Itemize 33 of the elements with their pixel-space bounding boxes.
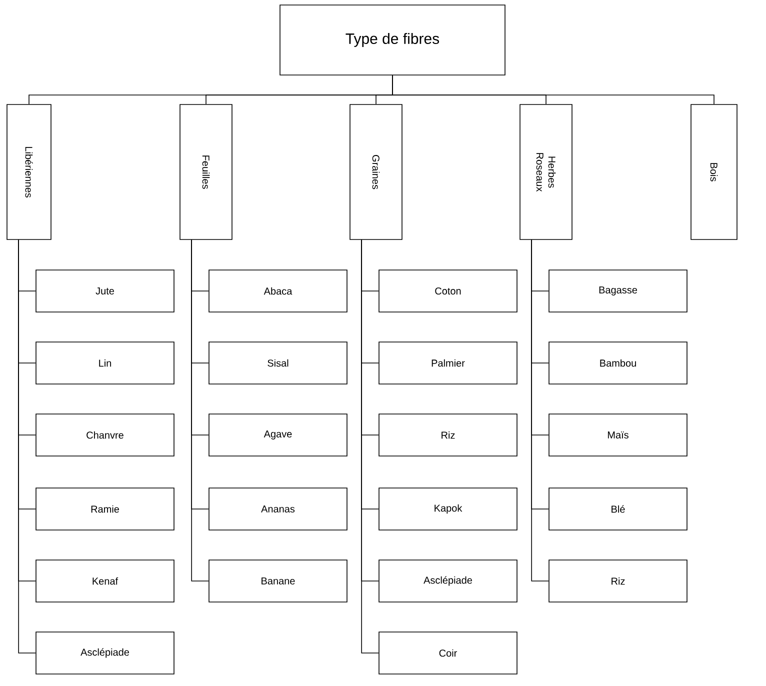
item-box: Maïs	[548, 414, 688, 456]
connector-line	[191, 240, 209, 582]
title-box: Type de fibres	[280, 4, 506, 76]
connector-line	[18, 240, 36, 654]
item-box: Agave	[208, 414, 348, 456]
item-box: Riz	[548, 560, 688, 602]
item-box: Ananas	[208, 488, 348, 530]
connector-line	[361, 240, 379, 654]
item-box: Coir	[378, 632, 518, 674]
category-box: Libériennes	[6, 104, 52, 240]
item-box: Banane	[208, 560, 348, 602]
item-box: Sisal	[208, 342, 348, 384]
category-box: Graines	[350, 104, 402, 240]
item-box: Blé	[548, 488, 688, 530]
item-box: Palmier	[378, 342, 518, 384]
category-box: Feuilles	[180, 104, 232, 240]
category-box: Bois	[690, 104, 738, 240]
category-box: Herbes Roseaux	[520, 104, 572, 240]
item-box: Kenaf	[36, 560, 174, 602]
item-box: Coton	[378, 270, 518, 312]
item-box: Lin	[36, 342, 174, 384]
connector-line	[392, 75, 714, 104]
item-box: Ramie	[36, 488, 174, 530]
item-box: Riz	[378, 414, 518, 456]
item-box: Abaca	[208, 270, 348, 312]
item-box: Bagasse	[548, 270, 688, 312]
item-box: Bambou	[548, 342, 688, 384]
item-box: Chanvre	[36, 414, 174, 456]
connector-line	[531, 240, 549, 582]
item-box: Asclépiade	[378, 560, 518, 602]
item-box: Asclépiade	[36, 632, 174, 674]
item-box: Jute	[36, 270, 174, 312]
item-box: Kapok	[378, 488, 518, 530]
